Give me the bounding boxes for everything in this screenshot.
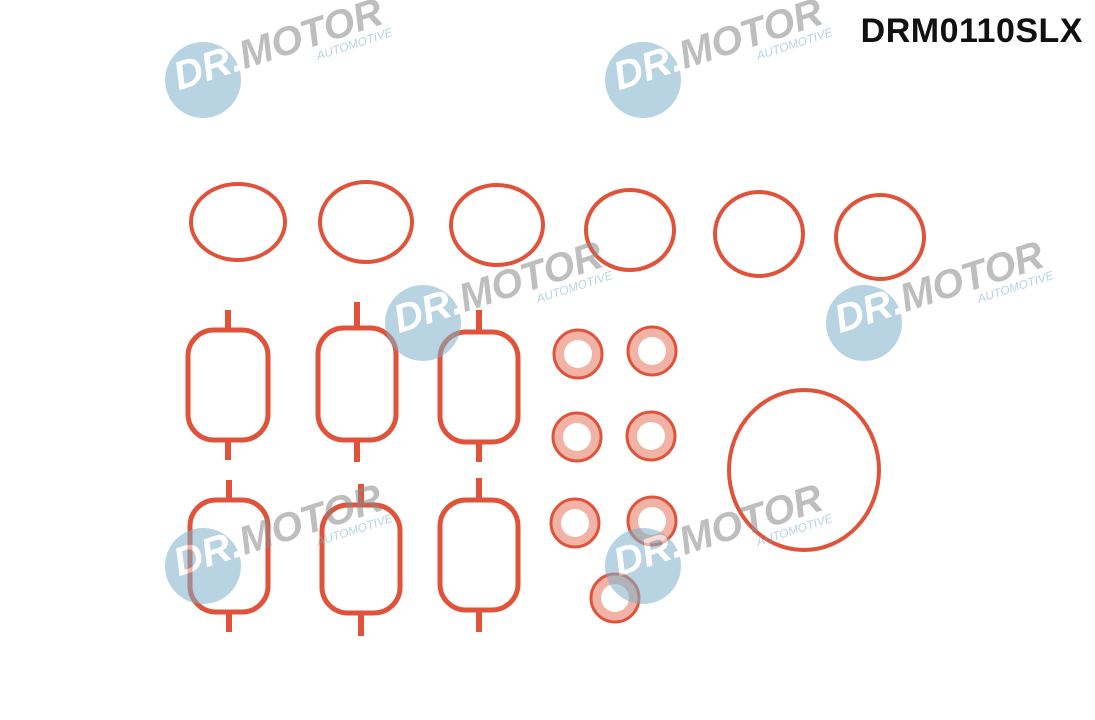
product-code: DRM0110SLX [860, 12, 1083, 50]
